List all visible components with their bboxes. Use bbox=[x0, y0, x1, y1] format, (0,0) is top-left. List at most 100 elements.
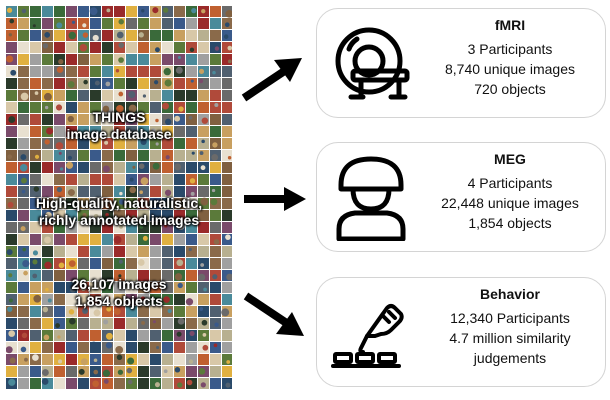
mosaic-tile bbox=[162, 210, 173, 221]
mosaic-tile-object bbox=[118, 274, 122, 278]
mosaic-tile-object bbox=[8, 330, 16, 337]
mosaic-tile bbox=[54, 30, 65, 41]
mosaic-tile bbox=[222, 114, 232, 125]
mosaic-tile bbox=[186, 54, 197, 65]
mosaic-tile bbox=[102, 222, 113, 233]
mosaic-tile-object bbox=[83, 79, 88, 85]
mosaic-tile bbox=[126, 162, 137, 173]
mosaic-tile bbox=[186, 162, 197, 173]
mosaic-tile bbox=[66, 378, 77, 389]
mosaic-tile bbox=[42, 162, 53, 173]
mosaic-tile bbox=[138, 66, 149, 77]
mosaic-tile bbox=[18, 246, 29, 257]
mosaic-tile bbox=[42, 174, 53, 185]
mosaic-tile bbox=[54, 6, 65, 17]
mosaic-tile bbox=[138, 18, 149, 29]
mosaic-tile bbox=[186, 114, 197, 125]
mosaic-tile bbox=[150, 186, 161, 197]
fmri-card: fMRI 3 Participants 8,740 unique images … bbox=[316, 8, 606, 118]
mosaic-tile-object bbox=[107, 90, 113, 96]
mosaic-tile-object bbox=[129, 186, 137, 194]
mosaic-tile bbox=[162, 18, 173, 29]
mosaic-tile-object bbox=[188, 247, 192, 252]
mosaic-tile bbox=[162, 246, 173, 257]
mosaic-tile bbox=[186, 246, 197, 257]
mosaic-tile bbox=[30, 54, 41, 65]
mosaic-tile bbox=[186, 186, 197, 197]
mosaic-tile bbox=[18, 66, 29, 77]
mosaic-tile-object bbox=[163, 224, 168, 228]
mosaic-tile bbox=[186, 282, 197, 293]
mosaic-tile-object bbox=[199, 79, 204, 84]
mosaic-tile bbox=[198, 138, 209, 149]
database-description-line: richly annotated images bbox=[38, 212, 200, 228]
mosaic-tile-object bbox=[42, 43, 49, 49]
mosaic-tile-object bbox=[71, 20, 76, 24]
mosaic-tile bbox=[198, 30, 209, 41]
mosaic-tile bbox=[138, 114, 149, 125]
mosaic-tile-object bbox=[8, 33, 13, 37]
mosaic-tile bbox=[210, 30, 221, 41]
mosaic-tile-object bbox=[116, 31, 124, 39]
mosaic-tile bbox=[198, 222, 209, 233]
mosaic-tile bbox=[66, 210, 77, 221]
mosaic-tile bbox=[42, 294, 53, 305]
mosaic-tile-object bbox=[175, 66, 183, 74]
mosaic-tile bbox=[66, 222, 77, 233]
mosaic-tile bbox=[162, 306, 173, 317]
database-counts: 26,107 images 1,854 objects bbox=[6, 276, 232, 310]
mosaic-tile bbox=[222, 78, 232, 89]
mosaic-tile bbox=[6, 18, 17, 29]
mosaic-tile-object bbox=[142, 235, 148, 241]
mosaic-tile bbox=[78, 126, 89, 137]
database-count-line: 1,854 objects bbox=[75, 293, 163, 309]
mosaic-tile-object bbox=[113, 307, 121, 315]
mosaic-tile bbox=[90, 174, 101, 185]
mosaic-tile bbox=[42, 354, 53, 365]
mosaic-tile bbox=[114, 186, 125, 197]
mosaic-tile-object bbox=[44, 139, 50, 145]
mosaic-tile bbox=[102, 66, 113, 77]
mosaic-tile-object bbox=[32, 354, 39, 361]
mosaic-tile-object bbox=[190, 79, 194, 83]
mosaic-tile bbox=[18, 42, 29, 53]
mosaic-tile bbox=[198, 186, 209, 197]
mosaic-tile bbox=[186, 66, 197, 77]
mosaic-tile-object bbox=[163, 369, 168, 374]
mosaic-tile bbox=[78, 378, 89, 389]
mosaic-tile bbox=[6, 282, 17, 293]
mosaic-tile bbox=[90, 42, 101, 53]
mosaic-tile bbox=[114, 150, 125, 161]
mosaic-tile bbox=[42, 78, 53, 89]
mosaic-tile bbox=[150, 210, 161, 221]
mosaic-tile bbox=[126, 6, 137, 17]
mosaic-tile-object bbox=[67, 189, 75, 197]
mosaic-tile-object bbox=[128, 90, 136, 99]
mosaic-tile bbox=[102, 186, 113, 197]
mosaic-tile bbox=[78, 198, 89, 209]
mosaic-tile bbox=[30, 90, 41, 101]
mosaic-tile-object bbox=[201, 139, 205, 144]
mosaic-tile-object bbox=[8, 273, 13, 278]
mosaic-tile-object bbox=[57, 335, 61, 339]
mosaic-tile bbox=[126, 150, 137, 161]
mosaic-tile-object bbox=[118, 42, 125, 48]
mosaic-tile bbox=[186, 18, 197, 29]
mosaic-tile bbox=[222, 282, 232, 293]
mosaic-tile bbox=[162, 30, 173, 41]
mosaic-tile-object bbox=[129, 177, 134, 182]
mosaic-tile bbox=[186, 138, 197, 149]
mosaic-tile bbox=[150, 318, 161, 329]
mosaic-tile bbox=[150, 306, 161, 317]
mosaic-tile bbox=[222, 258, 232, 269]
card-line: judgements bbox=[473, 350, 547, 366]
mosaic-tile bbox=[30, 78, 41, 89]
mosaic-tile bbox=[30, 366, 41, 377]
mosaic-tile-object bbox=[92, 380, 99, 388]
mosaic-tile-object bbox=[57, 359, 63, 364]
mosaic-tile-object bbox=[225, 10, 232, 18]
mosaic-tile bbox=[18, 126, 29, 137]
mosaic-tile-object bbox=[104, 140, 109, 145]
meg-card: MEG 4 Participants 22,448 unique images … bbox=[316, 142, 606, 252]
mosaic-tile bbox=[222, 102, 232, 113]
